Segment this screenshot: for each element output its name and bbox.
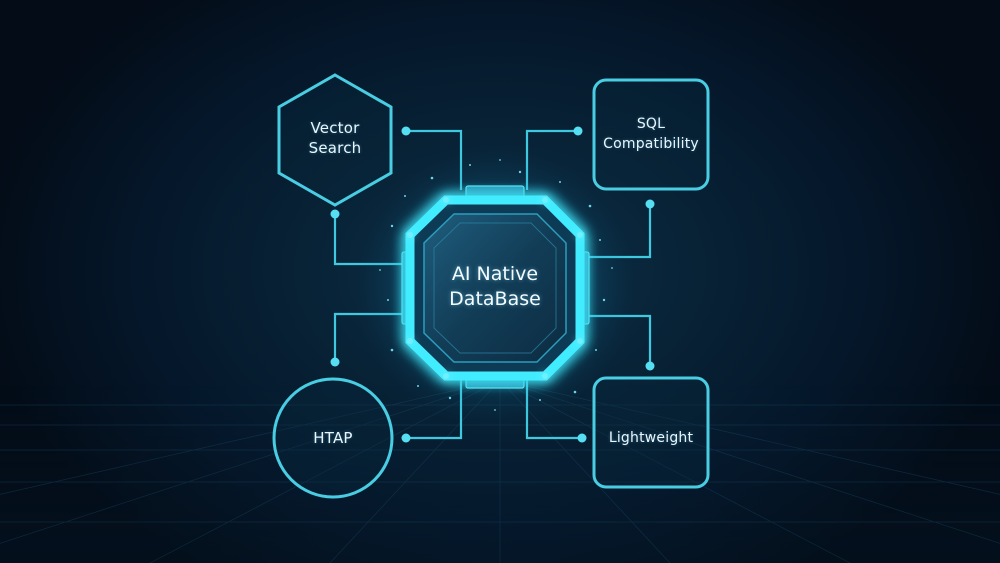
connector-dot [330, 209, 340, 219]
chip-inner-face [423, 213, 567, 363]
vector-search-line2: Search [308, 139, 362, 157]
connector-dot [645, 199, 655, 209]
vector-search-line1: Vector [310, 119, 360, 137]
sql-compatibility-label: SQL Compatibility [594, 114, 708, 154]
sql-compatibility-line1: SQL [636, 116, 666, 132]
vector-search-hexagon [277, 73, 393, 207]
connector-dot [401, 433, 411, 443]
lightweight-label: Lightweight [608, 430, 694, 446]
center-title-line1: AI Native [451, 263, 539, 285]
connector-dot [577, 433, 587, 443]
glow-particles [379, 159, 613, 411]
lightweight-box [592, 376, 710, 489]
htap-circle [272, 377, 394, 499]
connector-dots [330, 126, 655, 443]
center-title-line2: DataBase [449, 288, 541, 310]
connector-dot [330, 357, 340, 367]
connector-dot [645, 361, 655, 371]
center-title: AI Native DataBase [430, 262, 560, 312]
sql-compatibility-box [592, 78, 710, 191]
htap-label: HTAP [313, 429, 353, 447]
connector-dot [401, 126, 411, 136]
central-chip [355, 148, 635, 428]
sql-compatibility-line2: Compatibility [603, 136, 699, 152]
connector-dot [573, 126, 583, 136]
vector-search-label: Vector Search [283, 118, 387, 158]
satellite-nodes [272, 73, 710, 499]
